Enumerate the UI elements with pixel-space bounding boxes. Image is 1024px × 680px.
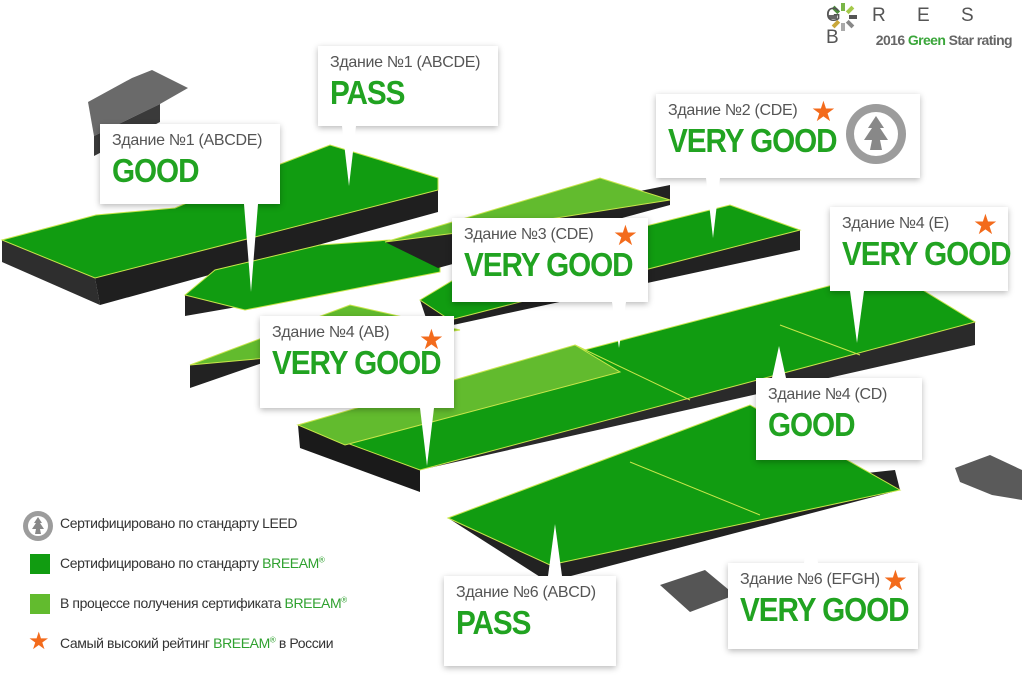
leed-badge-icon bbox=[23, 511, 53, 541]
callout-building-name: Здание №3 (CDE) bbox=[464, 226, 594, 243]
callout-building-1-pass: Здание №1 (ABCDE) PASS bbox=[318, 46, 498, 186]
callout-building-name: Здание №1 (ABCDE) bbox=[112, 132, 263, 149]
legend-label: В процессе получения сертификата BREEAM® bbox=[60, 595, 347, 611]
building-6-divider bbox=[629, 461, 761, 516]
legend-item-top-rating: ★ Самый высокий рейтинг BREEAM® в России bbox=[22, 630, 422, 670]
legend-swatch-in-process bbox=[30, 594, 50, 614]
callout-building-2: Здание №2 (CDE) VERY GOOD ★ bbox=[656, 94, 920, 238]
callout-building-name: Здание №6 (EFGH) bbox=[740, 571, 880, 588]
star-icon: ★ bbox=[972, 209, 998, 240]
gray-building-right bbox=[955, 455, 1022, 500]
building-4-divider-1 bbox=[574, 344, 691, 401]
star-icon: ★ bbox=[882, 565, 908, 596]
building-1 bbox=[0, 144, 439, 305]
callout-building-6-efgh: Здание №6 (EFGH) VERY GOOD ★ bbox=[728, 513, 918, 649]
legend-label: Самый высокий рейтинг BREEAM® в России bbox=[60, 635, 334, 651]
gresb-name: G R E S B bbox=[826, 5, 987, 48]
callout-building-name: Здание №4 (AB) bbox=[272, 324, 390, 341]
legend-item-in-process: В процессе получения сертификата BREEAM® bbox=[22, 590, 422, 630]
building-1-side bbox=[2, 240, 100, 305]
star-icon: ★ bbox=[810, 96, 836, 127]
legend-item-certified: Сертифицировано по стандарту BREEAM® bbox=[22, 550, 422, 590]
star-icon: ★ bbox=[28, 628, 50, 655]
callout-rating: GOOD bbox=[112, 152, 200, 189]
callout-building-name: Здание №4 (CD) bbox=[768, 386, 888, 403]
building-4-top-light bbox=[296, 344, 622, 446]
star-icon: ★ bbox=[418, 324, 444, 355]
callout-rating: PASS bbox=[330, 74, 405, 111]
building-4-top bbox=[296, 269, 977, 471]
callout-building-name: Здание №4 (E) bbox=[842, 215, 949, 232]
callout-rating: GOOD bbox=[768, 406, 856, 443]
leed-badge-icon bbox=[846, 104, 906, 164]
gray-building-top-left bbox=[88, 70, 188, 136]
callout-rating: VERY GOOD bbox=[668, 122, 838, 159]
callout-building-4-ab: Здание №4 (AB) VERY GOOD ★ bbox=[260, 316, 454, 466]
callout-rating: VERY GOOD bbox=[272, 344, 442, 381]
callout-building-4-e: Здание №4 (E) VERY GOOD ★ bbox=[830, 207, 1012, 343]
legend-swatch-certified bbox=[30, 554, 50, 574]
star-icon: ★ bbox=[612, 220, 638, 251]
callout-building-3: Здание №3 (CDE) VERY GOOD ★ bbox=[452, 218, 648, 348]
building-4-side-front bbox=[298, 425, 420, 492]
building-4 bbox=[189, 269, 977, 492]
building-4-divider-2 bbox=[779, 324, 861, 356]
legend-label: Сертифицировано по стандарту BREEAM® bbox=[60, 555, 325, 571]
gray-building-bottom bbox=[660, 570, 735, 612]
callout-building-name: Здание №2 (CDE) bbox=[668, 102, 798, 119]
callout-rating: PASS bbox=[456, 604, 531, 641]
callout-rating: VERY GOOD bbox=[842, 235, 1012, 272]
gresb-logo: G R E S B 2016 Green Star rating bbox=[826, 2, 1016, 52]
callout-building-name: Здание №1 (ABCDE) bbox=[330, 54, 481, 71]
legend: Сертифицировано по стандарту LEED Сертиф… bbox=[22, 510, 422, 670]
callout-building-4-cd: Здание №4 (CD) GOOD bbox=[756, 346, 922, 460]
callout-building-name: Здание №6 (ABCD) bbox=[456, 584, 596, 601]
callout-rating: VERY GOOD bbox=[740, 591, 910, 628]
legend-label: Сертифицировано по стандарту LEED bbox=[60, 515, 298, 531]
building-1-side-front bbox=[95, 190, 438, 305]
legend-item-leed: Сертифицировано по стандарту LEED bbox=[22, 510, 422, 550]
gresb-mark-icon bbox=[829, 3, 857, 31]
gresb-rating: 2016 Green Star rating bbox=[875, 32, 1013, 48]
callout-building-6-abcd: Здание №6 (ABCD) PASS bbox=[444, 524, 616, 666]
callout-rating: VERY GOOD bbox=[464, 246, 634, 283]
callout-building-1-good: Здание №1 (ABCDE) GOOD bbox=[100, 124, 280, 292]
